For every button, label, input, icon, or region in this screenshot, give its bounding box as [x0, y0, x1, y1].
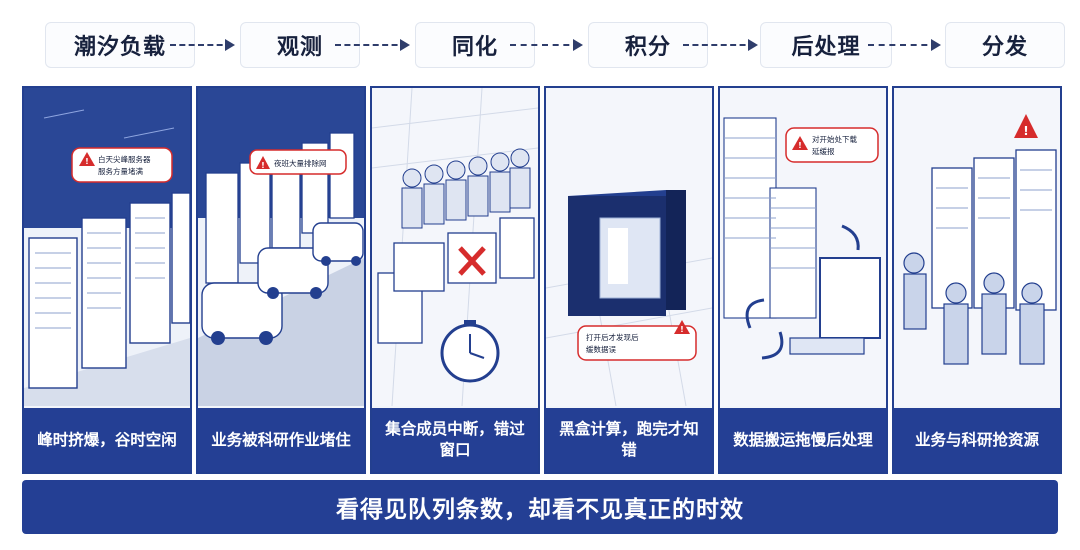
arrow-right-icon — [868, 39, 941, 51]
alert-text-line-1: 白天尖峰服务器 — [98, 154, 151, 164]
alert-text-line-2: 服务方量堵满 — [98, 166, 143, 176]
warning-icon: ! — [1014, 114, 1038, 138]
alert-text: 夜班大量排除网 — [274, 158, 327, 168]
panel-assimilation: 集合成员中断，错过窗口 — [370, 86, 540, 474]
warning-callout: ! 白天尖峰服务器 服务方量堵满 — [71, 147, 173, 183]
ensemble-members-clock-illustration — [372, 88, 538, 406]
svg-text:!: ! — [1023, 124, 1028, 138]
monitor-icon — [789, 257, 881, 355]
warning-icon — [674, 320, 690, 334]
alert-text-line-1: 对开始处下载 — [812, 134, 857, 144]
svg-text:!: ! — [261, 161, 265, 170]
server-room-night-illustration: ! 白天尖峰服务器 服务方量堵满 — [24, 88, 190, 406]
panel-distribution: ! 业务与科研抢资源 — [892, 86, 1062, 474]
panel-tidal-load: ! 白天尖峰服务器 服务方量堵满 峰时挤爆，谷时空闲 — [22, 86, 192, 474]
panel-caption: 业务被科研作业堵住 — [198, 408, 364, 472]
arrow-right-icon — [683, 39, 758, 51]
warning-icon — [79, 152, 95, 166]
people-at-servers-illustration: ! — [894, 88, 1060, 406]
arrow-right-icon — [510, 39, 583, 51]
panel-integration: ! 打开后才发现后 缓数据误 黑盒计算，跑完才知错 — [544, 86, 714, 474]
warning-callout: ! 夜班大量排除网 — [249, 149, 347, 175]
arrow-right-icon — [170, 39, 235, 51]
svg-text:!: ! — [798, 141, 802, 150]
black-box-compute-illustration: ! 打开后才发现后 缓数据误 — [546, 88, 712, 406]
summary-banner: 看得见队列条数，却看不见真正的时效 — [22, 480, 1058, 534]
warning-callout: ! 对开始处下载 延缓报 — [785, 127, 879, 163]
server-room-with-vans-illustration: ! 夜班大量排除网 — [198, 88, 364, 406]
panel-caption: 业务与科研抢资源 — [894, 408, 1060, 472]
people-group-icon — [903, 252, 1045, 365]
warning-icon — [256, 156, 270, 169]
alarm-clock-icon — [440, 320, 500, 383]
panel-caption: 黑盒计算，跑完才知错 — [546, 408, 712, 472]
step-header-row: 潮汐负载 观测 同化 积分 后处理 分发 — [0, 0, 1080, 80]
svg-text:!: ! — [680, 325, 684, 334]
alert-text-line-2: 缓数据误 — [586, 344, 616, 354]
failure-x-icon — [458, 246, 486, 276]
warning-icon — [792, 136, 808, 150]
warning-callout: ! 打开后才发现后 缓数据误 — [577, 320, 697, 361]
svg-text:!: ! — [85, 157, 89, 166]
panel-caption: 数据搬运拖慢后处理 — [720, 408, 886, 472]
black-box-icon — [568, 190, 686, 316]
arrow-right-icon — [335, 39, 410, 51]
panel-observation: ! 夜班大量排除网 业务被科研作业堵住 — [196, 86, 366, 474]
alert-text-line-2: 延缓报 — [812, 146, 835, 156]
panel-post-processing: ! 对开始处下载 延缓报 数据搬运拖慢后处理 — [718, 86, 888, 474]
step-post-processing: 后处理 — [760, 22, 892, 68]
step-distribution: 分发 — [945, 22, 1065, 68]
refresh-arrows-icon — [745, 224, 860, 360]
panel-caption: 峰时挤爆，谷时空闲 — [24, 408, 190, 472]
step-assimilation: 同化 — [415, 22, 535, 68]
alert-text-line-1: 打开后才发现后 — [586, 332, 639, 342]
data-stacks-monitor-illustration: ! 对开始处下载 延缓报 — [720, 88, 886, 406]
panel-caption: 集合成员中断，错过窗口 — [372, 408, 538, 472]
